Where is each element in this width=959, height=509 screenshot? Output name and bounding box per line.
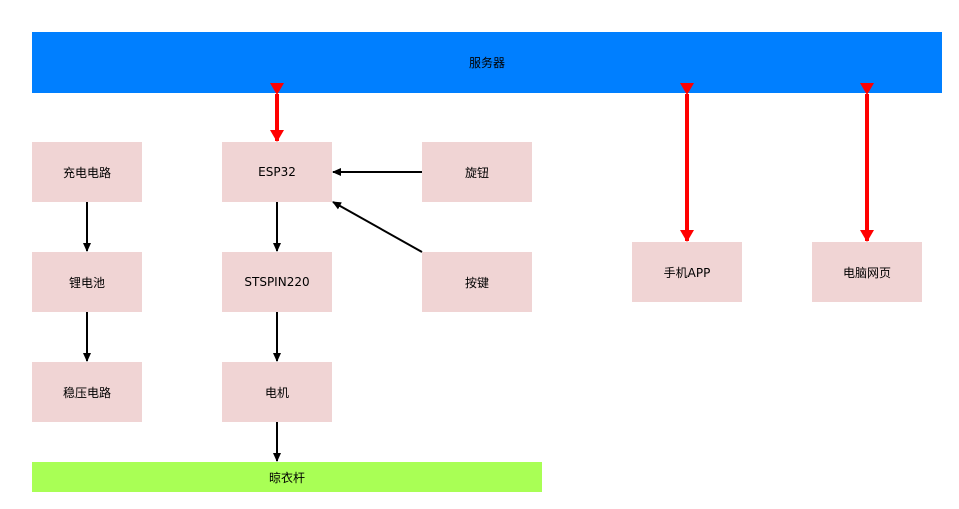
motor-node[interactable]: 电机 [222, 362, 332, 422]
button-node[interactable]: 按键 [422, 252, 532, 312]
web-page-label: 电脑网页 [842, 265, 891, 280]
esp32-node[interactable]: ESP32 [222, 142, 332, 202]
phone-app-label: 手机APP [663, 265, 711, 280]
button-label: 按键 [464, 275, 489, 290]
edge-button-to-esp32 [332, 201, 423, 253]
server-label: 服务器 [468, 56, 505, 70]
clothes-rack-label: 晾衣杆 [268, 470, 305, 485]
knob-label: 旋钮 [464, 165, 489, 180]
motor-driver-node[interactable]: STSPIN220 [222, 252, 332, 312]
lithium-battery-node[interactable]: 锂电池 [32, 252, 142, 312]
lithium-battery-label: 锂电池 [68, 275, 105, 290]
voltage-regulator-label: 稳压电路 [62, 385, 111, 400]
phone-app-node[interactable]: 手机APP [632, 242, 742, 302]
esp32-label: ESP32 [258, 165, 296, 179]
clothes-rack-node[interactable]: 晾衣杆 [32, 462, 542, 492]
server-node[interactable]: 服务器 [32, 32, 942, 93]
knob-node[interactable]: 旋钮 [422, 142, 532, 202]
charging-circuit-label: 充电电路 [62, 165, 111, 180]
web-page-node[interactable]: 电脑网页 [812, 242, 922, 302]
motor-driver-label: STSPIN220 [244, 275, 310, 289]
motor-label: 电机 [264, 385, 289, 400]
charging-circuit-node[interactable]: 充电电路 [32, 142, 142, 202]
voltage-regulator-node[interactable]: 稳压电路 [32, 362, 142, 422]
